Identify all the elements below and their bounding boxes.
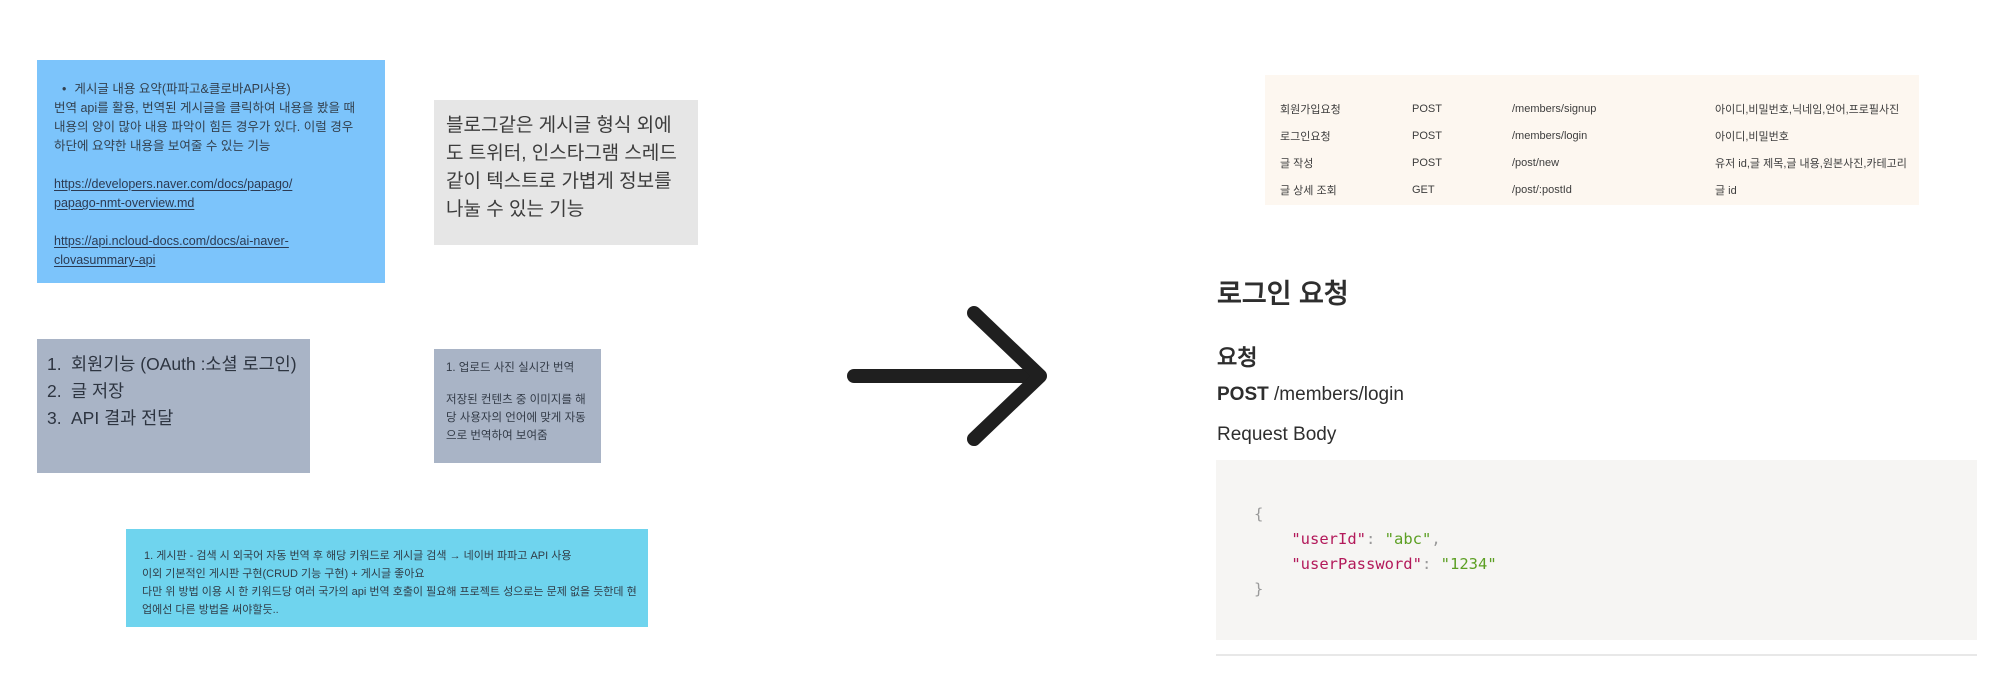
feature-item: 1. 회원기능 (OAuth :소셜 로그인) [47, 351, 300, 378]
link-text: https://developers.naver.com/docs/papago… [54, 177, 293, 191]
doc-title: 로그인 요청 [1217, 279, 1349, 309]
board-sticky-note: 1. 게시판 - 검색 시 외국어 자동 번역 후 해당 키워드로 게시글 검색… [126, 529, 648, 627]
endpoint-name: 글 상세 조회 [1280, 184, 1337, 197]
doc-section-heading: 요청 [1217, 345, 1258, 370]
endpoint-path: /members/login [1512, 129, 1588, 142]
features-list: 1. 회원기능 (OAuth :소셜 로그인) 2. 글 저장 3. API 결과 전… [47, 351, 300, 432]
threads-text: 블로그같은 게시글 형식 외에도 트위터, 인스타그램 스레드 같이 텍스트로 … [446, 115, 677, 220]
json-key: "userPassword" [1291, 555, 1422, 573]
board-line-2: 이외 기본적인 게시판 구현(CRUD 기능 구현) + 게시글 좋아요 [142, 568, 425, 580]
code-line: "userPassword": "1234" [1254, 552, 1977, 577]
endpoint-params: 유저 id,글 제목,글 내용,원본사진,카테고리 [1715, 157, 1907, 170]
json-key: "userId" [1291, 530, 1366, 548]
link-text: papago-nmt-overview.md [54, 196, 195, 210]
code-open-brace: { [1254, 505, 1264, 523]
json-comma: , [1431, 530, 1441, 548]
endpoint-name: 글 작성 [1280, 157, 1314, 170]
feature-item: 2. 글 저장 [47, 378, 300, 405]
endpoint-path: /post/new [1512, 156, 1560, 169]
endpoint-name: 로그인요청 [1280, 130, 1331, 143]
features-sticky-note: 1. 회원기능 (OAuth :소셜 로그인) 2. 글 저장 3. API 결과 전… [37, 339, 310, 473]
json-value: "abc" [1384, 530, 1432, 548]
table-row: 글 상세 조회 GET /post/:postId 글 id [1280, 176, 1907, 203]
endpoint-params: 글 id [1715, 184, 1737, 197]
endpoint-path: /post/:postId [1512, 183, 1572, 196]
clova-summary-docs-link[interactable]: https://api.ncloud-docs.com/docs/ai-nave… [54, 232, 368, 270]
link-text: clovasummary-api [54, 253, 156, 267]
endpoint-path: /members/signup [1512, 102, 1597, 115]
summary-sticky-note: 게시글 내용 요약(파파고&클로바API사용) 번역 api를 활용, 번역된 … [37, 60, 385, 283]
board-line-1: 1. 게시판 - 검색 시 외국어 자동 번역 후 해당 키워드로 게시글 검색… [144, 550, 572, 562]
item-number: 3. [47, 408, 62, 428]
table-row: 글 작성 POST /post/new 유저 id,글 제목,글 내용,원본사진… [1280, 149, 1907, 176]
threads-sticky-note: 블로그같은 게시글 형식 외에도 트위터, 인스타그램 스레드 같이 텍스트로 … [434, 100, 698, 245]
endpoint-path: /members/login [1274, 384, 1404, 405]
code-line: "userId": "abc", [1254, 527, 1977, 552]
json-colon: : [1365, 530, 1385, 548]
papago-docs-link[interactable]: https://developers.naver.com/docs/papago… [54, 175, 368, 213]
http-method: POST [1217, 384, 1269, 405]
api-endpoint-table: 회원가입요청 POST /members/signup 아이디,비밀번호,닉네임… [1265, 75, 1919, 205]
item-number: 1. [47, 354, 62, 374]
item-text: API 결과 전달 [71, 408, 174, 428]
endpoint-method: GET [1412, 183, 1435, 196]
board-line-3: 다만 위 방법 이용 시 한 키워드당 여러 국가의 api 번역 호출이 필요… [142, 586, 637, 616]
photo-note-body: 저장된 컨텐츠 중 이미지를 해당 사용자의 언어에 맞게 자동으로 번역하여 … [446, 394, 586, 442]
link-text: https://api.ncloud-docs.com/docs/ai-nave… [54, 234, 289, 248]
endpoint-name: 회원가입요청 [1280, 103, 1341, 116]
doc-endpoint: POST /members/login [1217, 384, 1404, 406]
summary-body: 번역 api를 활용, 번역된 게시글을 클릭하여 내용을 봤을 때 내용의 양… [54, 101, 355, 153]
endpoint-method: POST [1412, 102, 1442, 115]
item-text: 회원기능 (OAuth :소셜 로그인) [71, 354, 297, 374]
json-colon: : [1421, 555, 1441, 573]
endpoint-method: POST [1412, 129, 1442, 142]
request-body-code-block[interactable]: { "userId": "abc", "userPassword": "1234… [1216, 460, 1977, 640]
json-value: "1234" [1440, 555, 1497, 573]
photo-note-title: 1. 업로드 사진 실시간 번역 [446, 362, 575, 374]
endpoint-params: 아이디,비밀번호,닉네임,언어,프로필사진 [1715, 103, 1900, 116]
feature-item: 3. API 결과 전달 [47, 405, 300, 432]
item-text: 글 저장 [71, 381, 125, 401]
code-close-brace: } [1254, 580, 1264, 598]
endpoint-method: POST [1412, 156, 1442, 169]
arrow-right-icon [847, 306, 1047, 446]
section-divider [1216, 654, 1977, 656]
request-body-label: Request Body [1217, 424, 1337, 445]
summary-heading: 게시글 내용 요약(파파고&클로바API사용) [54, 80, 368, 99]
endpoint-params: 아이디,비밀번호 [1715, 130, 1789, 143]
item-number: 2. [47, 381, 62, 401]
table-row: 로그인요청 POST /members/login 아이디,비밀번호 [1280, 122, 1907, 149]
table-row: 회원가입요청 POST /members/signup 아이디,비밀번호,닉네임… [1280, 95, 1907, 122]
photo-translate-sticky-note: 1. 업로드 사진 실시간 번역 저장된 컨텐츠 중 이미지를 해당 사용자의 … [434, 349, 601, 463]
